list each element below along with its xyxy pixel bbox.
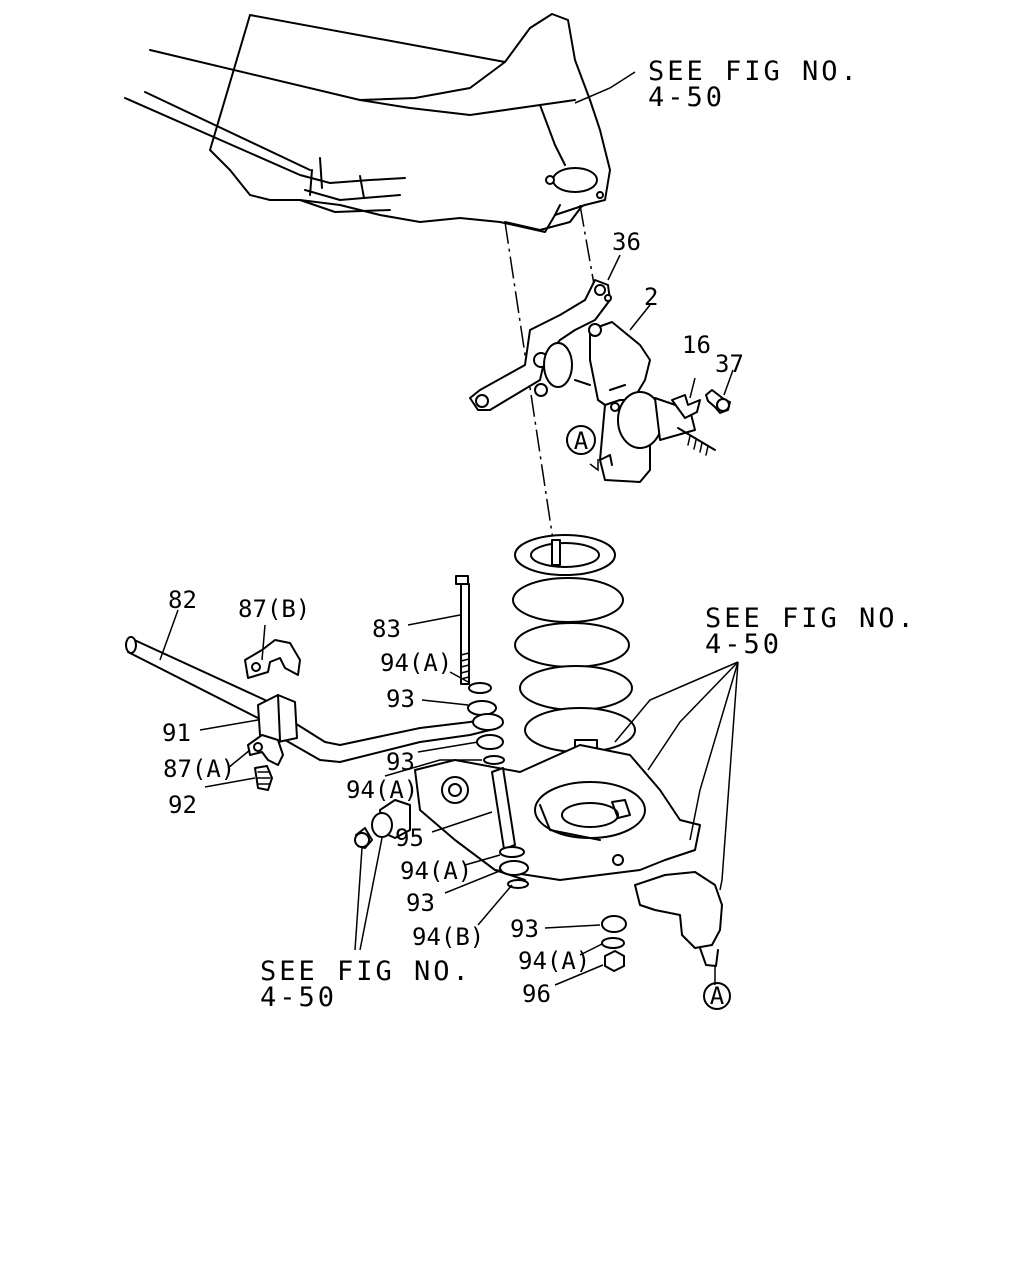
clamp-87a bbox=[247, 734, 284, 766]
svg-text:SEE FIG NO.: SEE FIG NO. bbox=[260, 956, 472, 987]
svg-text:A: A bbox=[574, 427, 589, 455]
reference-bottom: SEE FIG NO. 4-50 bbox=[260, 956, 472, 1013]
callout-91: 91 bbox=[162, 719, 191, 747]
callout-16: 16 bbox=[682, 331, 711, 359]
ball-joint-hardware bbox=[601, 915, 627, 972]
marker-a-top: A bbox=[566, 425, 596, 455]
frame-crossmember bbox=[124, 13, 611, 233]
marker-a-bottom: A bbox=[703, 982, 731, 1010]
callout-37: 37 bbox=[715, 350, 744, 378]
callout-36: 36 bbox=[612, 228, 641, 256]
callout-95: 95 bbox=[395, 824, 424, 852]
clamp-87b bbox=[244, 639, 301, 679]
callout-2: 2 bbox=[644, 283, 658, 311]
callout-96: 96 bbox=[522, 980, 551, 1008]
callout-93-3: 93 bbox=[406, 889, 435, 917]
callout-labels: 36 2 16 37 82 87(B) 83 94(A) 93 91 93 87… bbox=[162, 228, 744, 1008]
svg-text:4-50: 4-50 bbox=[648, 82, 725, 113]
link-bolt-83 bbox=[455, 575, 470, 685]
svg-text:SEE FIG NO.: SEE FIG NO. bbox=[648, 56, 860, 87]
callout-93-2: 93 bbox=[386, 748, 415, 776]
reference-right: SEE FIG NO. 4-50 bbox=[705, 603, 917, 660]
leader-lines bbox=[159, 71, 739, 986]
callout-94b: 94(B) bbox=[412, 923, 484, 951]
callout-83: 83 bbox=[372, 615, 401, 643]
axis-line-frame bbox=[579, 204, 596, 291]
callout-87b: 87(B) bbox=[238, 595, 310, 623]
svg-text:A: A bbox=[710, 982, 725, 1010]
callout-94a-4: 94(A) bbox=[518, 947, 590, 975]
bracket-16 bbox=[671, 394, 701, 419]
bolt-37 bbox=[705, 389, 731, 414]
arm-bushings bbox=[354, 799, 411, 849]
callout-94a-1: 94(A) bbox=[380, 649, 452, 677]
steering-knuckle bbox=[469, 279, 716, 483]
link-hardware-lower bbox=[499, 846, 529, 889]
callout-93-4: 93 bbox=[510, 915, 539, 943]
callout-94a-2: 94(A) bbox=[346, 776, 418, 804]
callout-94a-3: 94(A) bbox=[400, 857, 472, 885]
callout-93-1: 93 bbox=[386, 685, 415, 713]
link-sleeve-95 bbox=[491, 767, 516, 850]
reference-top: SEE FIG NO. 4-50 bbox=[648, 56, 860, 113]
callout-92: 92 bbox=[168, 791, 197, 819]
callout-82: 82 bbox=[168, 586, 197, 614]
svg-text:4-50: 4-50 bbox=[705, 629, 782, 660]
bushing-91 bbox=[257, 694, 298, 743]
ball-joint bbox=[634, 871, 723, 985]
svg-text:SEE FIG NO.: SEE FIG NO. bbox=[705, 603, 917, 634]
svg-text:4-50: 4-50 bbox=[260, 982, 337, 1013]
lower-control-arm bbox=[414, 744, 701, 881]
bolt-92 bbox=[254, 765, 273, 791]
callout-87a: 87(A) bbox=[163, 755, 235, 783]
link-hardware-upper bbox=[467, 682, 505, 765]
